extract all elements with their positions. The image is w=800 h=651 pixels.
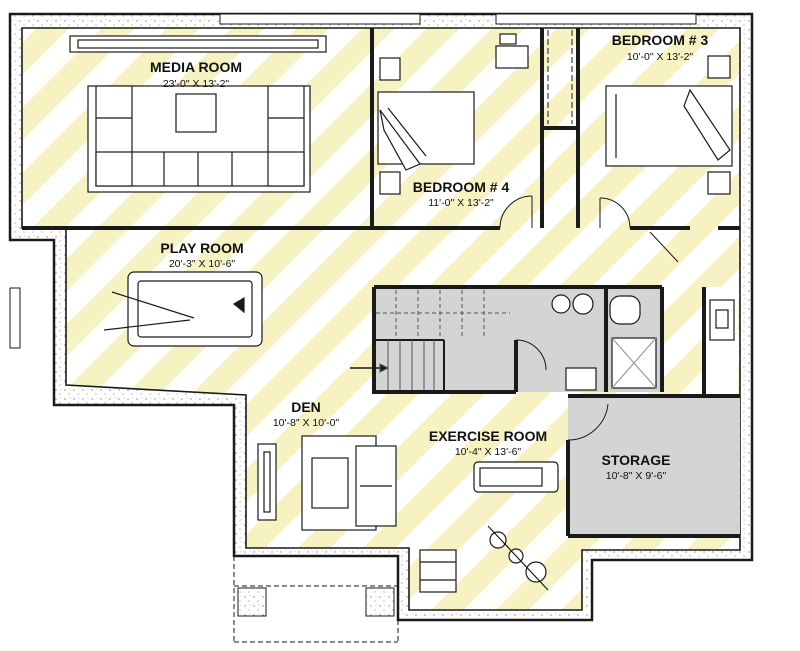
bedroom3-furniture (605, 55, 733, 195)
den-name: DEN (291, 399, 321, 415)
bathroom-fixtures (551, 293, 735, 391)
porch (233, 556, 399, 643)
media-room-dims: 23'-0" X 13'-2" (163, 78, 230, 90)
den-dims: 10'-8" X 10'-0" (273, 417, 340, 429)
room-labels: MEDIA ROOM 23'-0" X 13'-2" BEDROOM # 4 1… (150, 32, 708, 482)
exercise-room-dims: 10'-4" X 13'-6" (455, 446, 522, 458)
den-furniture (257, 435, 397, 531)
bedroom4-name: BEDROOM # 4 (413, 179, 510, 195)
staircase (350, 290, 510, 390)
play-room-dims: 20'-3" X 10'-6" (169, 258, 236, 270)
storage-name: STORAGE (602, 452, 671, 468)
media-room-name: MEDIA ROOM (150, 59, 242, 75)
bedroom4-dims: 11'-0" X 13'-2" (428, 197, 494, 209)
windows (9, 13, 697, 349)
bedroom3-dims: 10'-0" X 13'-2" (627, 51, 694, 63)
interior-walls (22, 28, 740, 538)
exercise-room-name: EXERCISE ROOM (429, 428, 547, 444)
doors (499, 30, 679, 441)
storage-dims: 10'-8" X 9'-6" (606, 470, 667, 482)
media-room-furniture (69, 35, 327, 193)
exercise-equipment (419, 461, 559, 593)
bedroom4-furniture (377, 33, 529, 195)
bedroom3-name: BEDROOM # 3 (612, 32, 709, 48)
pool-table (103, 271, 263, 347)
play-room-name: PLAY ROOM (160, 240, 243, 256)
storage-area (568, 396, 740, 536)
